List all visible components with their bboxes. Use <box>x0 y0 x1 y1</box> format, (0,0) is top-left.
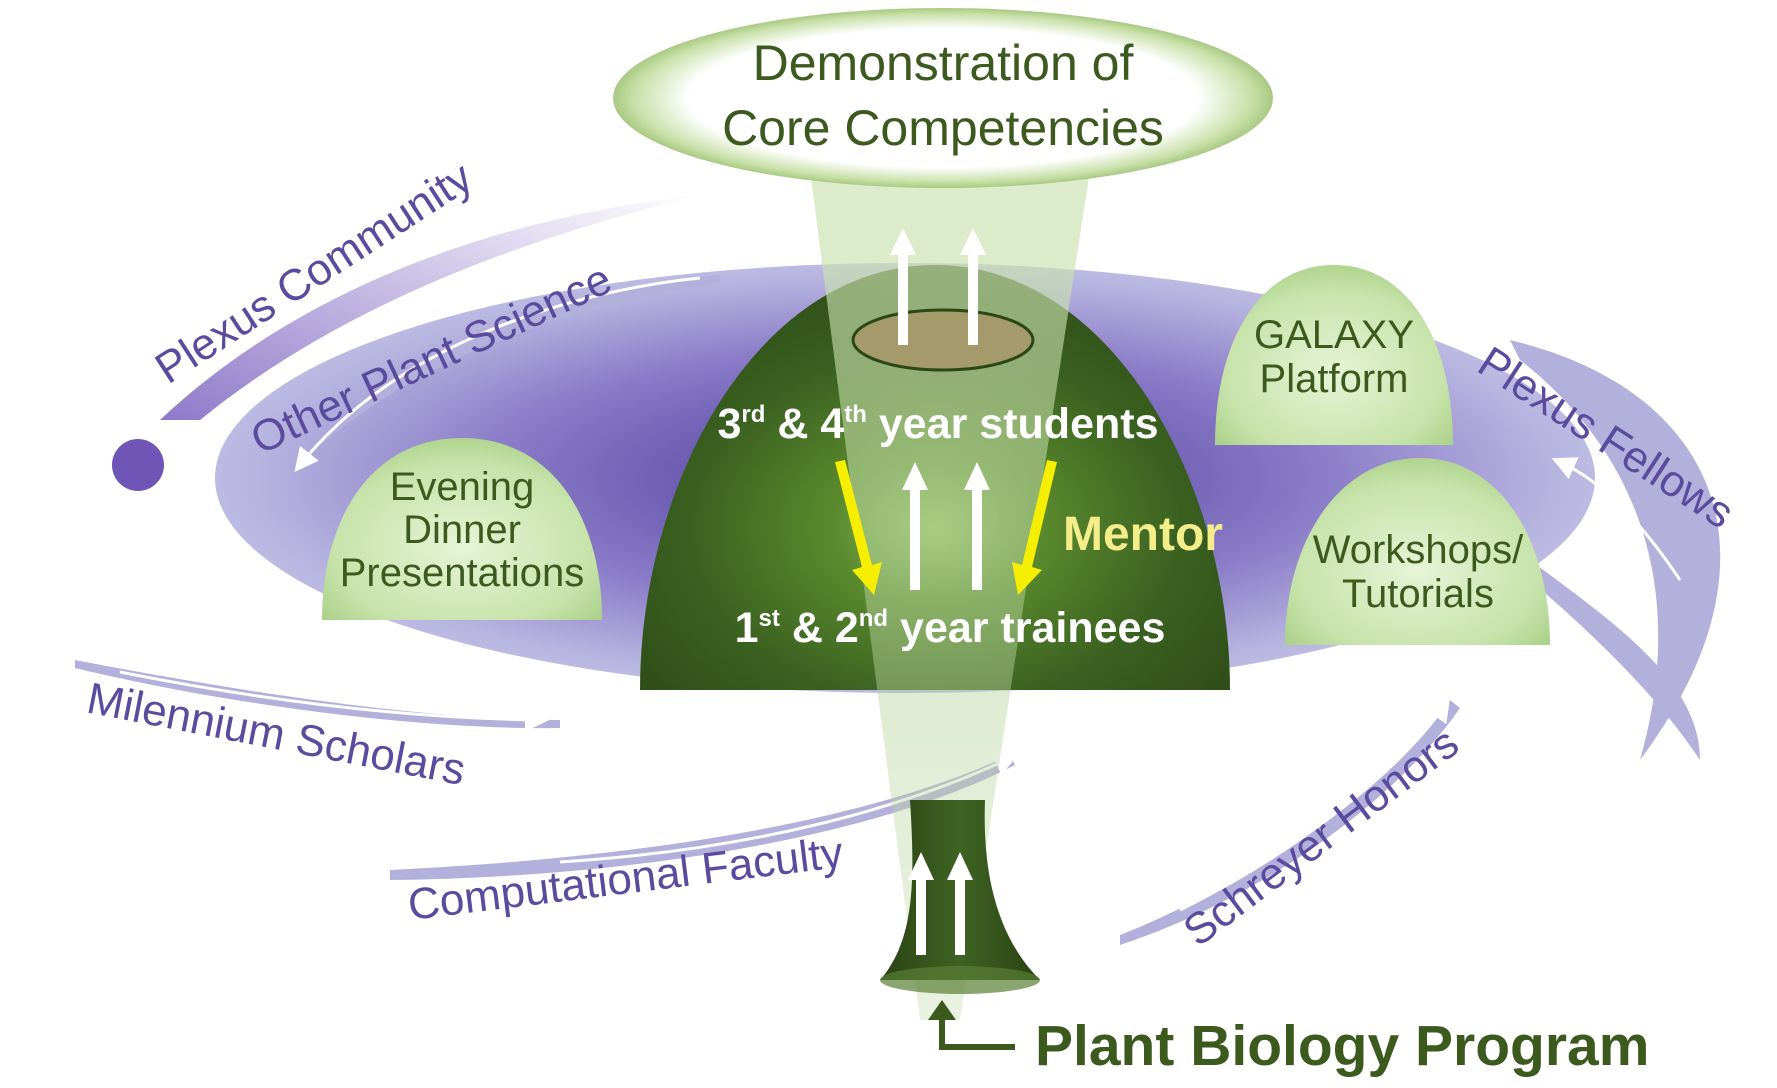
trunk-base <box>880 966 1040 994</box>
computational-faculty-label: Computational Faculty <box>405 828 845 930</box>
schreyer-arrow <box>1180 705 1445 910</box>
galaxy-line1: GALAXY <box>1254 313 1414 357</box>
lower-cohort-label: 1st & 2nd year trainees <box>735 604 1166 652</box>
workshops-line1: Workshops/ <box>1313 528 1524 572</box>
evening-line1: Evening <box>390 465 535 509</box>
plexus-community-head <box>112 439 164 491</box>
milennium-scholars-label: Milennium Scholars <box>83 674 469 795</box>
core-competencies-line1: Demonstration of <box>753 35 1134 91</box>
schreyer-swoosh <box>1120 700 1460 945</box>
workshops-line2: Tutorials <box>1342 572 1494 616</box>
schreyer-honors-label: Schreyer Honors <box>1175 718 1468 956</box>
core-cylinder-top <box>853 310 1033 370</box>
galaxy-line2: Platform <box>1260 357 1409 401</box>
mentor-label: Mentor <box>1063 508 1223 561</box>
upper-cohort-label: 3rd & 4th year students <box>717 400 1158 448</box>
evening-line3: Presentations <box>340 551 585 595</box>
plant-biology-program-label: Plant Biology Program <box>1035 1014 1649 1078</box>
core-competencies-line2: Core Competencies <box>722 100 1164 156</box>
evening-line2: Dinner <box>403 508 521 552</box>
